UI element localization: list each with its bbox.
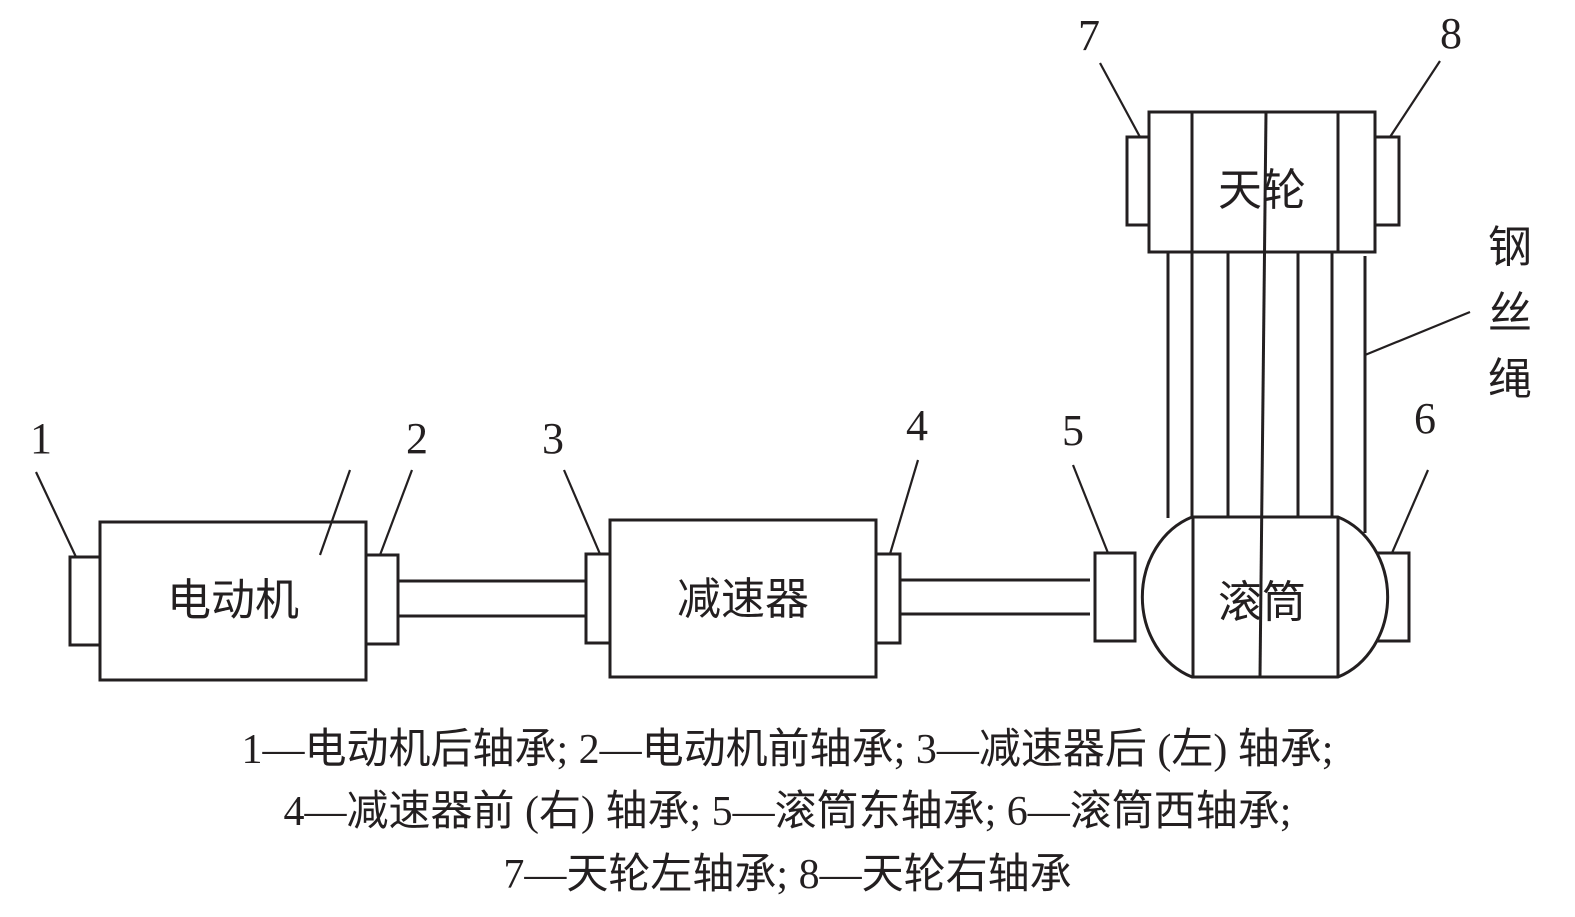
wire-ropes xyxy=(1166,252,1367,533)
caption-line-1: 1—电动机后轴承; 2—电动机前轴承; 3—减速器后 (左) 轴承; xyxy=(241,727,1334,773)
rope-label-1: 钢 xyxy=(1488,222,1532,273)
bearing-number-4: 4 xyxy=(906,401,928,450)
drum: 滚筒 xyxy=(1093,515,1411,679)
shaft-1 xyxy=(398,579,586,618)
bearing-4-box xyxy=(874,552,902,645)
rope-label-2: 丝 xyxy=(1488,288,1532,339)
bearing-5-box xyxy=(1093,551,1137,643)
bearing-1-box xyxy=(68,555,102,647)
center-rope xyxy=(1258,111,1268,678)
bearing-7-box xyxy=(1125,135,1151,227)
reducer-box xyxy=(608,518,878,679)
motor-label: 电动机 xyxy=(167,575,299,626)
bearing-2-box xyxy=(364,553,400,646)
bearing-number-5: 5 xyxy=(1062,406,1084,455)
bearing-number-7: 7 xyxy=(1078,11,1100,60)
leader-lines xyxy=(35,60,1471,558)
reducer-label: 减速器 xyxy=(677,574,809,625)
caption-line-2: 4—减速器前 (右) 轴承; 5—滚筒东轴承; 6—滚筒西轴承; xyxy=(283,789,1292,835)
sheave: 天轮 xyxy=(1125,110,1401,254)
bearing-number-8: 8 xyxy=(1440,9,1462,58)
reducer: 减速器 xyxy=(584,518,902,679)
shaft-2 xyxy=(900,578,1090,616)
bearing-number-6: 6 xyxy=(1414,394,1436,443)
bearing-number-1: 1 xyxy=(30,414,52,463)
bearing-number-2: 2 xyxy=(406,414,428,463)
sheave-label: 天轮 xyxy=(1218,165,1306,216)
caption-line-3: 7—天轮左轴承; 8—天轮右轴承 xyxy=(503,852,1072,898)
motor: 电动机 xyxy=(68,520,400,682)
bearing-3-box xyxy=(584,552,612,645)
bearing-number-3: 3 xyxy=(542,414,564,463)
bearing-8-box xyxy=(1373,135,1401,227)
rope-label-3: 绳 xyxy=(1488,354,1532,405)
